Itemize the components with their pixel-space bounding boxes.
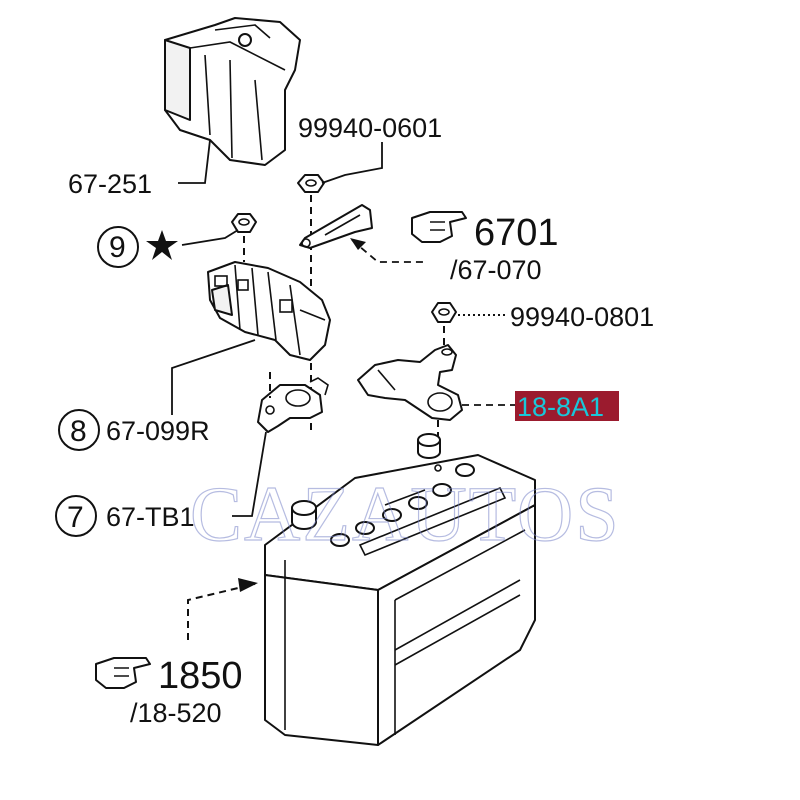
label-67-TB1: 67-TB1 (106, 502, 195, 532)
label-callout-7: 7 (67, 501, 84, 534)
label-18-8A1: 18-8A1 (517, 392, 604, 422)
battery-cover-part (164, 17, 301, 166)
label-99940-0601: 99940-0601 (298, 113, 442, 143)
label-6701: 6701 (474, 212, 559, 254)
label-1850: 1850 (158, 655, 243, 697)
negative-terminal-part (357, 344, 463, 421)
cable-bracket (299, 204, 373, 249)
pointing-hand-icon (95, 657, 151, 689)
pointing-hand-icon (411, 211, 467, 243)
star-icon (146, 230, 178, 260)
callout-circle-8 (58, 409, 100, 451)
nut-99940-0801 (431, 302, 457, 323)
label-18-520: /18-520 (130, 698, 222, 728)
label-99940-0801: 99940-0801 (510, 302, 654, 332)
callout-circle-7 (55, 495, 97, 537)
fuse-block-part (207, 261, 331, 361)
nut-99940-0601 (297, 174, 325, 193)
watermark: CAZAUTOS (190, 470, 621, 557)
label-callout-8: 8 (70, 415, 87, 448)
label-callout-9: 9 (109, 231, 126, 264)
callout-circle-9 (97, 226, 139, 268)
positive-terminal-part (257, 377, 329, 433)
highlight-box (515, 391, 619, 421)
nut-callout-9 (231, 213, 257, 233)
label-67-099R: 67-099R (106, 416, 210, 446)
battery-part (264, 433, 536, 746)
label-67-251: 67-251 (68, 169, 152, 199)
label-67-070: /67-070 (450, 255, 542, 285)
